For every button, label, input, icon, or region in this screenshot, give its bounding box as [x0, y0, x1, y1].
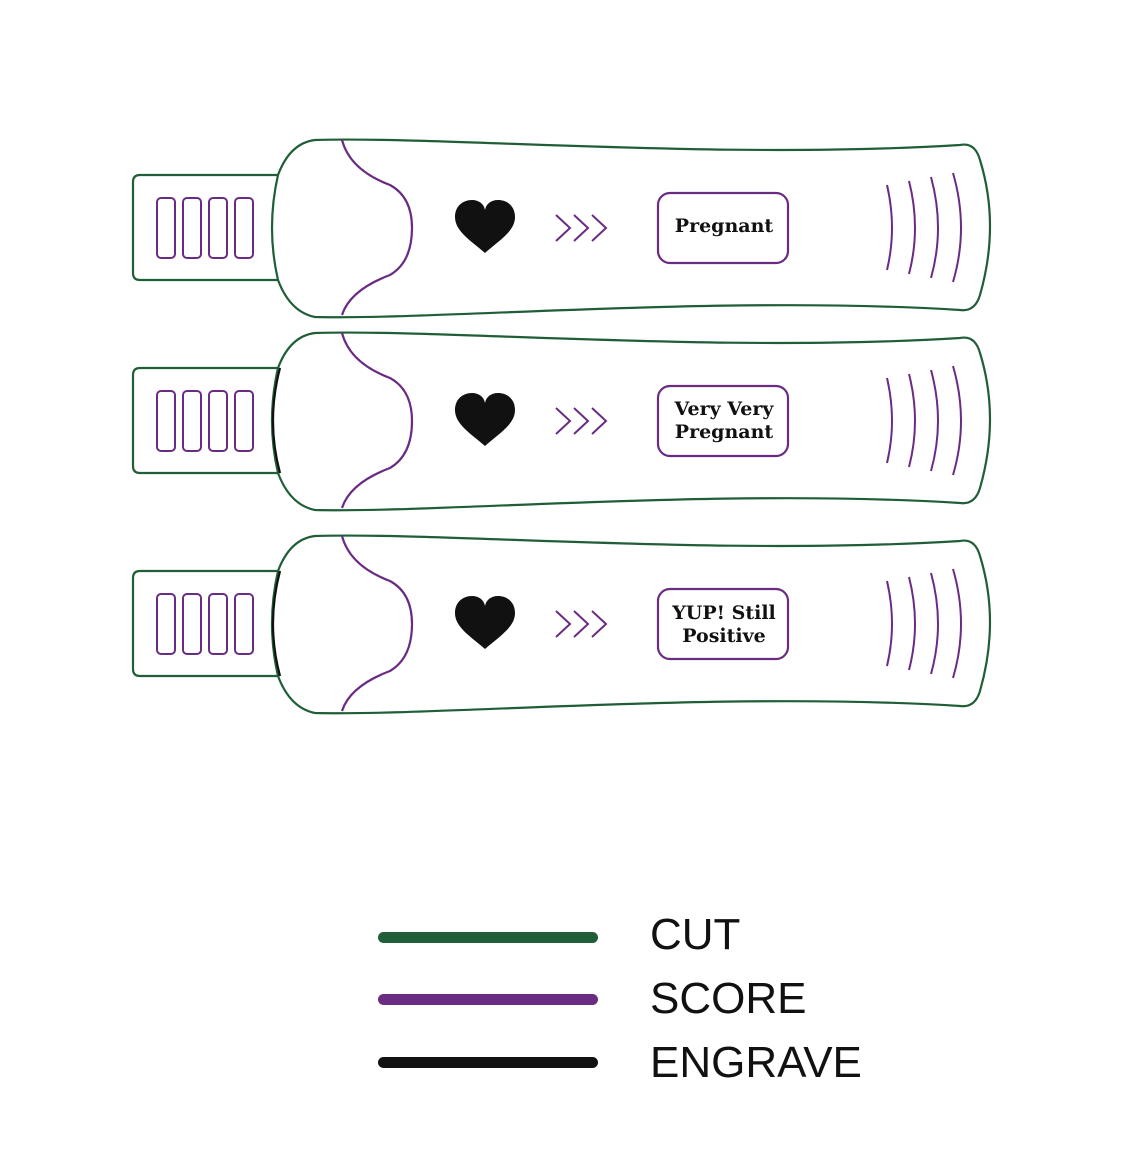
chevron-right-icon	[573, 407, 590, 435]
legend-score-swatch	[378, 994, 598, 1005]
test-2-grip-arc-1	[886, 377, 893, 464]
test-3-grip-arc-2	[908, 576, 916, 671]
chevron-right-icon	[573, 214, 590, 242]
test-3-grip-arc-1	[886, 580, 893, 667]
chevron-right-icon	[573, 610, 590, 638]
test-1-grip-arc-3	[930, 176, 939, 279]
test-3-grip-slot-1	[156, 593, 176, 655]
chevron-right-icon	[591, 610, 608, 638]
test-1-cap-outline	[131, 173, 280, 282]
test-3-grip-arc-3	[930, 572, 939, 675]
test-1-body-outline	[270, 138, 992, 319]
legend-cut-swatch	[378, 932, 598, 943]
test-2-grip-slot-2	[182, 390, 202, 452]
test-2-grip-slot-1	[156, 390, 176, 452]
legend-score-label: SCORE	[650, 974, 807, 1023]
chevron-right-icon	[555, 407, 572, 435]
test-1-grip-slot-1	[156, 197, 176, 259]
legend-engrave-label: ENGRAVE	[650, 1038, 862, 1087]
test-1-grip-arc-1	[886, 184, 893, 271]
legend-cut-label: CUT	[650, 910, 741, 959]
test-2-grip-slot-3	[208, 390, 228, 452]
test-2-score-curve	[340, 332, 414, 509]
test-2-engrave-seam	[271, 367, 282, 474]
test-3-score-curve	[340, 535, 414, 712]
test-3-body-outline	[270, 534, 992, 715]
test-2-cap-outline	[131, 366, 280, 475]
chevron-right-icon	[555, 214, 572, 242]
test-1	[131, 138, 992, 319]
test-1-display-window	[656, 191, 790, 265]
test-2-grip-arc-3	[930, 369, 939, 472]
test-1-grip-slot-3	[208, 197, 228, 259]
chevron-right-icon	[555, 610, 572, 638]
test-3-grip-slot-2	[182, 593, 202, 655]
test-1-grip-slot-4	[234, 197, 254, 259]
test-3-label: YUP! Still Positive	[660, 602, 788, 648]
heart-icon	[455, 393, 515, 446]
test-3-grip-arc-4	[952, 568, 962, 679]
pregnancy-tests-drawing	[131, 138, 992, 715]
heart-icon	[455, 596, 515, 649]
chevron-right-icon	[591, 214, 608, 242]
test-3-display-window	[656, 587, 790, 661]
test-1-label: Pregnant	[660, 215, 788, 238]
test-2-label-line-2: Pregnant	[674, 421, 774, 443]
test-1-grip-slot-2	[182, 197, 202, 259]
test-1-grip-arc-4	[952, 172, 962, 283]
test-2-display-window	[656, 384, 790, 458]
heart-icon	[455, 200, 515, 253]
test-2-body-outline	[270, 331, 992, 512]
test-3-cap-outline	[131, 569, 280, 678]
test-1-score-curve	[340, 139, 414, 316]
legend-engrave-swatch	[378, 1057, 598, 1068]
test-3-label-line-2: Positive	[682, 625, 766, 647]
test-3-grip-slot-4	[234, 593, 254, 655]
chevron-right-icon	[591, 407, 608, 435]
test-1-grip-arc-2	[908, 180, 916, 275]
test-3-engrave-seam	[271, 570, 282, 677]
test-2-grip-slot-4	[234, 390, 254, 452]
test-2	[131, 331, 992, 512]
test-3-grip-slot-3	[208, 593, 228, 655]
test-2-grip-arc-2	[908, 373, 916, 468]
test-3-label-line-1: YUP! Still	[672, 602, 776, 624]
test-1-label-line-1: Pregnant	[674, 215, 774, 237]
test-2-label: Very Very Pregnant	[660, 398, 788, 444]
test-3	[131, 534, 992, 715]
test-2-grip-arc-4	[952, 365, 962, 476]
test-2-label-line-1: Very Very	[674, 398, 774, 420]
